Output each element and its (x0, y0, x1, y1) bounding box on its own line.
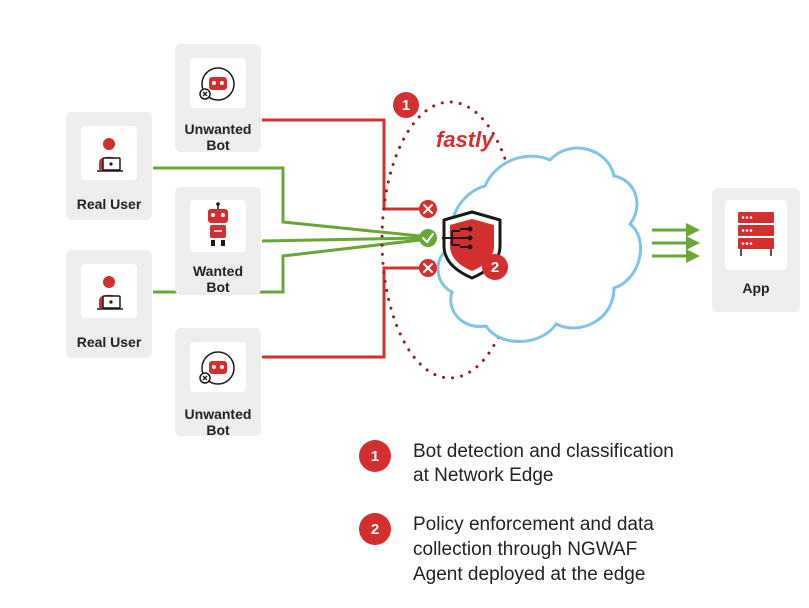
unwanted-bot-bottom-line (262, 266, 422, 359)
unwanted-bot-icon (199, 67, 235, 101)
source-card-wanted-bot: Wanted Bot (175, 187, 261, 295)
legend-item-1: 1 Bot detection and classification at Ne… (359, 440, 674, 486)
marker-2: 2 (482, 254, 508, 280)
marker-1: 1 (393, 92, 419, 118)
legend-text-line: collection through NGWAF (413, 539, 637, 560)
source-label-line: Bot (206, 422, 230, 438)
legend: 1 Bot detection and classification at Ne… (359, 440, 674, 585)
legend-number: 1 (371, 448, 379, 465)
wanted-bot-line (261, 236, 421, 243)
allowed-mark (419, 229, 437, 247)
unwanted-bot-icon (199, 351, 235, 385)
legend-text-line: Agent deployed at the edge (413, 564, 645, 585)
source-card-real-user-top: Real User (66, 112, 152, 220)
source-label-line: Bot (206, 279, 230, 295)
source-card-unwanted-bot-bottom: Unwanted Bot (175, 328, 261, 438)
destination-card-app: App (712, 188, 800, 312)
marker-1-label: 1 (402, 97, 410, 114)
server-rack-icon (738, 212, 774, 256)
wanted-bot-icon (208, 202, 228, 246)
blocked-mark-bottom (419, 259, 437, 277)
legend-number: 2 (371, 521, 379, 538)
source-label-line: Unwanted (185, 121, 252, 137)
legend-text-line: at Network Edge (413, 465, 553, 486)
source-label-line: Real User (77, 334, 142, 350)
blocked-mark-top (419, 200, 437, 218)
unwanted-bot-top-line (262, 118, 422, 211)
source-card-real-user-bottom: Real User (66, 250, 152, 358)
real-user-icon (97, 276, 123, 310)
app-label: App (742, 280, 769, 296)
real-user-icon (97, 138, 123, 172)
source-label-line: Bot (206, 137, 230, 153)
legend-text-line: Policy enforcement and data (413, 514, 654, 535)
legend-text-line: Bot detection and classification (413, 441, 674, 462)
cloud-shape (436, 146, 642, 343)
source-label-line: Wanted (193, 263, 243, 279)
source-label-line: Unwanted (185, 406, 252, 422)
source-card-unwanted-bot-top: Unwanted Bot (175, 44, 261, 153)
fastly-logo: fastly (436, 127, 495, 152)
legend-item-2: 2 Policy enforcement and data collection… (359, 513, 654, 585)
real-user-top-line (153, 166, 421, 238)
traffic-arrows (652, 223, 700, 263)
source-label-line: Real User (77, 196, 142, 212)
marker-2-label: 2 (491, 259, 499, 276)
